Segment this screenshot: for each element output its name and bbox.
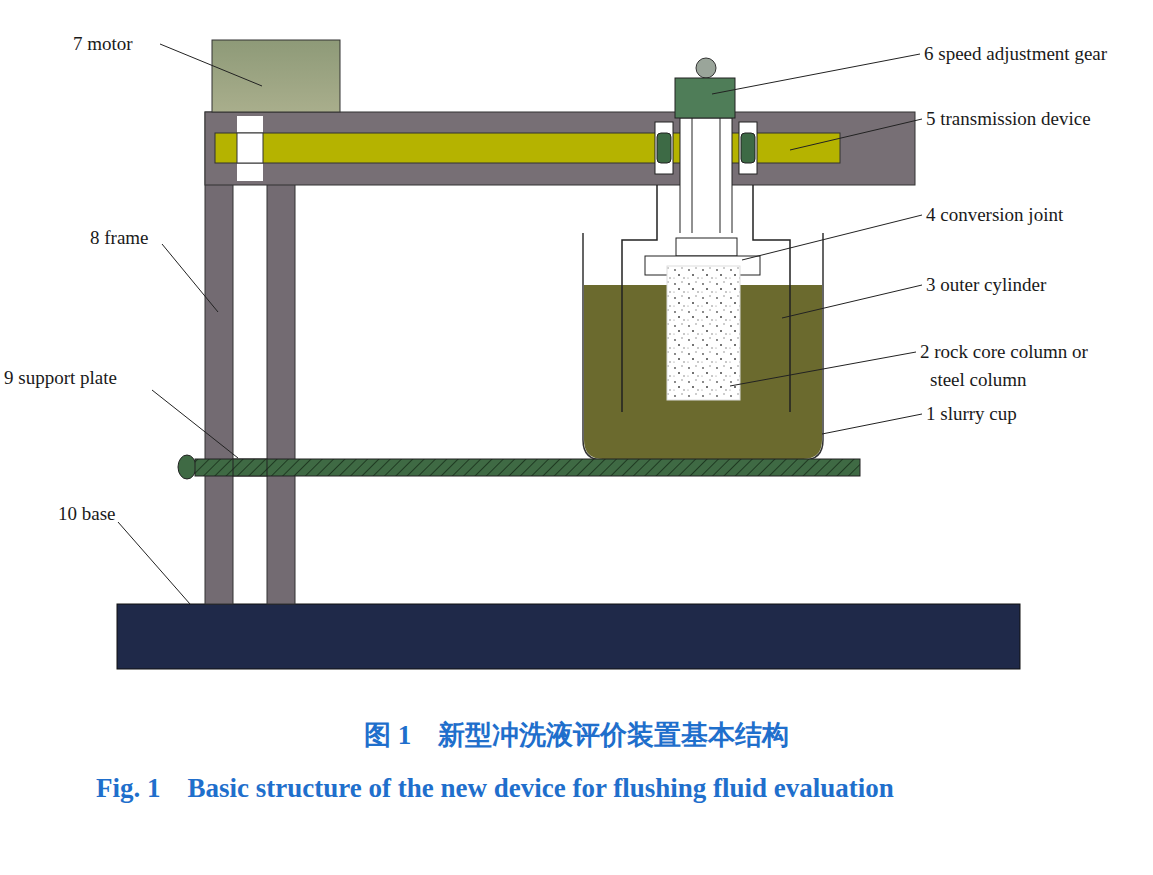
callout-label: 5 transmission device [926, 105, 1091, 133]
callout-label: 10 base [58, 500, 116, 528]
support-plate [195, 459, 860, 476]
rock-core [667, 266, 740, 400]
outer-cylinder [622, 185, 657, 412]
bearing-housing [655, 122, 673, 174]
clamp-knob [178, 455, 196, 479]
leader-line [790, 119, 922, 150]
shaft-edge [720, 118, 721, 238]
shaft-edge [692, 118, 693, 238]
frame-leg [267, 112, 295, 604]
motor [212, 40, 340, 112]
leader-lines [118, 44, 922, 604]
transmission-belt [215, 133, 840, 163]
callout-label: 2 rock core column or steel column [920, 338, 1110, 394]
frame-beam [205, 112, 915, 185]
leader-line [730, 352, 916, 386]
leader-line [162, 244, 218, 312]
leader-line [742, 215, 922, 260]
motor-shaft [237, 133, 263, 163]
callout-label: 1 slurry cup [926, 400, 1017, 428]
drive-shaft [680, 118, 732, 238]
frame-gap [237, 116, 263, 181]
bearing [741, 133, 755, 163]
bearing [657, 133, 671, 163]
leader-line [712, 54, 920, 94]
callout-label: 6 speed adjustment gear [924, 40, 1107, 68]
leader-line [152, 390, 238, 458]
frame-leg [205, 112, 233, 604]
conversion-joint [676, 238, 737, 256]
figure-caption: Fig. 1 Basic structure of the new device… [96, 760, 976, 816]
callout-label: 9 support plate [4, 364, 117, 392]
callout-label: 8 frame [90, 224, 149, 252]
leader-line [118, 522, 190, 604]
slurry-cup [583, 233, 823, 460]
base-plate [117, 604, 1020, 669]
bearing-housing [739, 122, 757, 174]
figure-title: 图 1 新型冲洗液评价装置基本结构 [0, 718, 1153, 752]
leader-line [782, 285, 922, 318]
callout-label: 4 conversion joint [926, 201, 1063, 229]
leader-line [160, 44, 262, 86]
gear-knob [696, 58, 716, 78]
callout-label: 3 outer cylinder [926, 271, 1046, 299]
support-plate-collar [233, 459, 267, 476]
leader-line [822, 414, 922, 434]
speed-gear [675, 78, 735, 118]
callout-label: 7 motor [73, 30, 133, 58]
